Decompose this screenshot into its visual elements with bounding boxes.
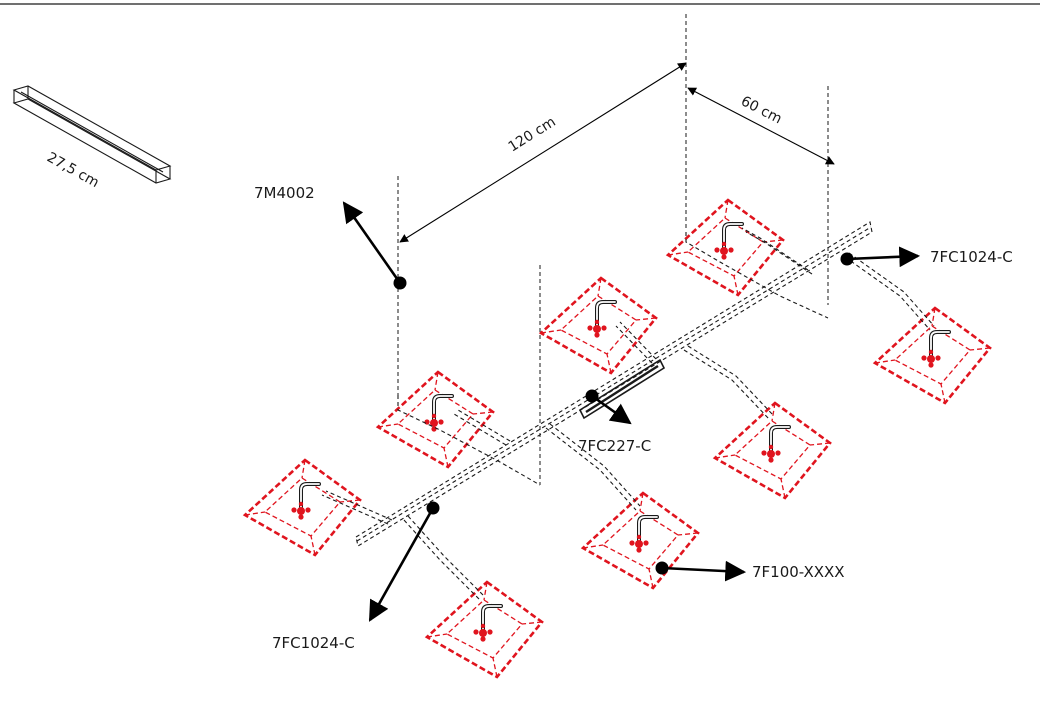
hanger-label: 7M4002 <box>254 184 315 202</box>
end-connector-left-leader <box>368 507 435 622</box>
coupler-sleeve <box>578 358 666 420</box>
feeder-pan <box>581 491 700 590</box>
feeder-pan <box>425 580 544 679</box>
end-connector-right-leader <box>846 246 921 268</box>
feeder-pan <box>666 198 785 297</box>
end-connector-left-dot <box>426 501 440 515</box>
spacing-60-arrow <box>687 87 835 165</box>
end-connector-right-label: 7FC1024-C <box>930 248 1013 266</box>
end-connector-right-dot <box>840 252 854 266</box>
feeder-label: 7F100-XXXX <box>752 563 845 581</box>
pipe-piece-icon <box>12 85 172 184</box>
spacing-120-arrow <box>399 62 687 243</box>
spacing-60-label: 60 cm <box>738 93 784 127</box>
feeder-leader <box>661 560 747 582</box>
feeder-pan <box>539 276 658 375</box>
coupler-label: 7FC227-C <box>578 437 651 455</box>
feeder-pan <box>243 458 362 557</box>
main-pipe <box>355 221 873 547</box>
coupler-leader <box>591 394 632 425</box>
spacing-120-label: 120 cm <box>506 114 559 155</box>
hanger-leader <box>342 201 402 284</box>
feeder-pan <box>376 370 495 469</box>
coupler-dot <box>585 389 599 403</box>
feeder-dot <box>655 561 669 575</box>
drop-pipes <box>321 227 935 601</box>
piece-length-label: 27,5 cm <box>44 150 102 192</box>
hanger-dot <box>393 276 407 290</box>
feeder-pan <box>873 306 992 405</box>
feeder-pan <box>713 401 832 500</box>
end-connector-left-label: 7FC1024-C <box>272 634 355 652</box>
